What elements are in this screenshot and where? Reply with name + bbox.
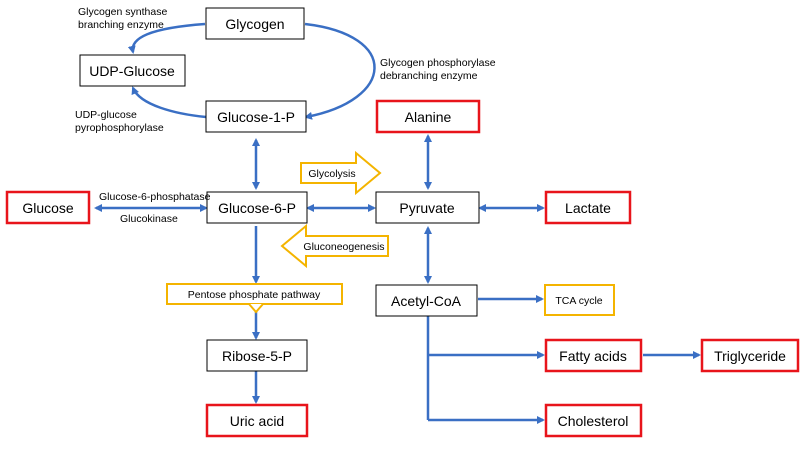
label-udp-pyro-1: UDP-glucose: [75, 109, 137, 121]
node-pentose-phosphate: Pentose phosphate pathway: [166, 283, 343, 314]
flow-glycolysis: Glycolysis: [300, 150, 382, 196]
svg-text:Ribose-5-P: Ribose-5-P: [222, 348, 292, 364]
node-glucose-1p: Glucose-1-P: [205, 100, 307, 133]
node-triglyceride: Triglyceride: [700, 338, 800, 373]
svg-text:Glucose: Glucose: [22, 200, 74, 216]
arrow-udp-to-glucose1p: [131, 86, 207, 119]
flow-gluconeogenesis: Gluconeogenesis: [280, 223, 389, 269]
svg-text:Glycolysis: Glycolysis: [308, 168, 355, 180]
svg-text:Gluconeogenesis: Gluconeogenesis: [303, 241, 384, 253]
node-ribose-5p: Ribose-5-P: [206, 339, 308, 372]
node-glucose-6p: Glucose-6-P: [206, 191, 308, 224]
node-tca-cycle: TCA cycle: [544, 284, 615, 316]
svg-text:Triglyceride: Triglyceride: [714, 348, 786, 364]
label-glycogen-phosphorylase-1: Glycogen phosphorylase: [380, 57, 496, 69]
svg-text:Lactate: Lactate: [565, 200, 611, 216]
arrow-glycogen-to-udp: [127, 22, 206, 54]
svg-text:Pentose phosphate pathway: Pentose phosphate pathway: [188, 289, 321, 301]
label-g6pase: Glucose-6-phosphatase: [99, 191, 211, 203]
node-uric-acid: Uric acid: [205, 403, 309, 438]
node-glycogen: Glycogen: [205, 7, 305, 40]
svg-text:Pyruvate: Pyruvate: [399, 200, 454, 216]
svg-text:Glucose-6-P: Glucose-6-P: [218, 200, 296, 216]
node-fatty-acids: Fatty acids: [544, 338, 643, 373]
svg-text:Acetyl-CoA: Acetyl-CoA: [391, 293, 462, 309]
label-glycogen-synthase-2: branching enzyme: [78, 19, 164, 31]
node-acetyl-coa: Acetyl-CoA: [375, 284, 478, 317]
node-cholesterol: Cholesterol: [544, 403, 643, 438]
svg-text:Uric acid: Uric acid: [230, 413, 284, 429]
label-glucokinase: Glucokinase: [120, 213, 178, 225]
svg-text:Glycogen: Glycogen: [225, 16, 284, 32]
svg-text:Cholesterol: Cholesterol: [558, 413, 629, 429]
node-lactate: Lactate: [544, 190, 632, 225]
node-alanine: Alanine: [375, 99, 481, 134]
svg-text:UDP-Glucose: UDP-Glucose: [89, 63, 175, 79]
svg-text:TCA cycle: TCA cycle: [555, 295, 602, 307]
svg-text:Fatty acids: Fatty acids: [559, 348, 627, 364]
svg-text:Glucose-1-P: Glucose-1-P: [217, 109, 295, 125]
label-glycogen-synthase-1: Glycogen synthase: [78, 6, 167, 18]
label-glycogen-phosphorylase-2: debranching enzyme: [380, 70, 478, 82]
node-pyruvate: Pyruvate: [375, 191, 480, 224]
arrow-glycogen-to-glucose1p: [304, 22, 376, 120]
svg-text:Alanine: Alanine: [405, 109, 452, 125]
label-udp-pyro-2: pyrophosphorylase: [75, 122, 164, 134]
node-udp-glucose: UDP-Glucose: [79, 54, 186, 87]
node-glucose: Glucose: [5, 190, 91, 225]
